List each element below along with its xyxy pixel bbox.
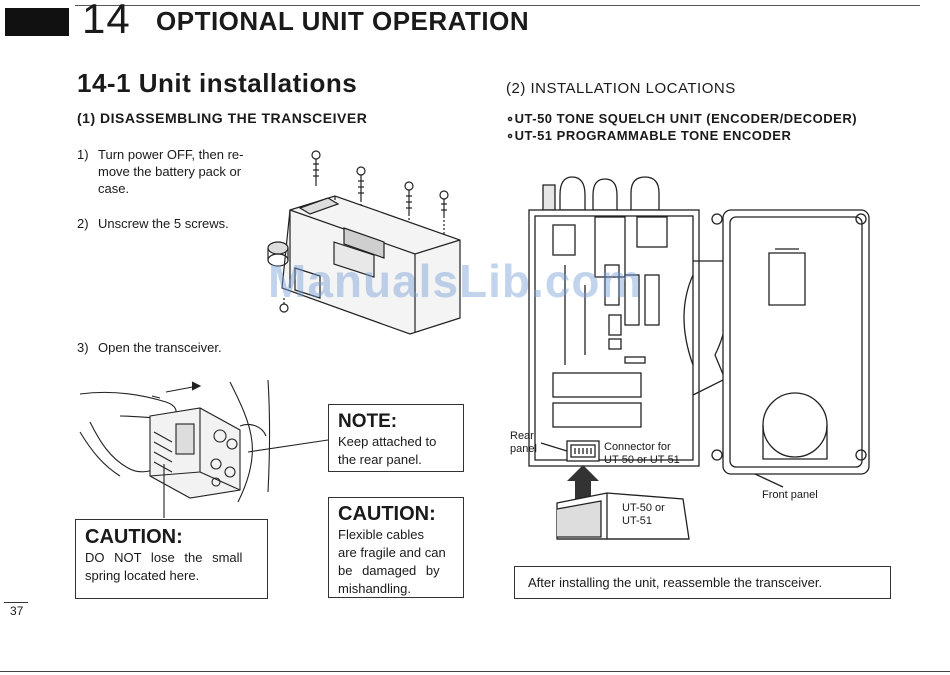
rear-panel-label-line-1: Rear [510, 430, 534, 442]
bottom-rule [0, 671, 950, 672]
reassemble-note-text: After installing the unit, reassemble th… [528, 575, 823, 590]
caution-cables-line-3: be damaged by [338, 563, 440, 578]
caution-cables-line-2: are fragile and can [338, 545, 446, 560]
watermark: ManualsLib.com [268, 255, 643, 307]
page-number: 37 [10, 604, 24, 618]
transceiver-screws-illustration [267, 150, 461, 335]
connector-label-line-1: Connector for [604, 441, 671, 453]
step-1-line-3: case. [98, 181, 130, 196]
unit-list-item-ut51: ∘UT-51 PROGRAMMABLE TONE ENCODER [506, 128, 792, 143]
disassembling-subtitle: (1) DISASSEMBLING THE TRANSCEIVER [77, 110, 368, 126]
caution-cables-box: CAUTION: Flexible cables are fragile and… [328, 497, 464, 598]
caution-spring-title: CAUTION: [85, 526, 183, 548]
reassemble-note-box: After installing the unit, reassemble th… [514, 566, 891, 599]
unit-list-item-ut50: ∘UT-50 TONE SQUELCH UNIT (ENCODER/DECODE… [506, 111, 858, 126]
step-1-line-2: move the battery pack or [98, 164, 242, 179]
connector-label-line-2: UT-50 or UT-51 [604, 454, 680, 466]
opening-transceiver-illustration [79, 379, 329, 518]
note-line-1: Keep attached to [338, 434, 437, 449]
installation-locations-subtitle: (2) INSTALLATION LOCATIONS [506, 80, 736, 97]
step-1-number: 1) [77, 147, 89, 162]
step-1: 1) Turn power OFF, then re- move the bat… [77, 146, 267, 198]
chapter-title: OPTIONAL UNIT OPERATION [156, 6, 530, 36]
page-number-rule [4, 602, 28, 603]
caution-spring-line-2: spring located here. [85, 568, 200, 583]
unit-card-label-line-1: UT-50 or [622, 502, 665, 514]
installation-locations-diagram [528, 176, 870, 540]
caution-cables-line-4: mishandling. [338, 581, 411, 596]
caution-cables-title: CAUTION: [338, 503, 436, 525]
step-2: 2) Unscrew the 5 screws. [77, 215, 267, 233]
caution-spring-box: CAUTION: DO NOT lose the small spring lo… [75, 519, 268, 599]
chapter-marker-bar [5, 8, 69, 36]
header-rule [75, 5, 920, 6]
step-1-line-1: Turn power OFF, then re- [98, 147, 244, 162]
caution-spring-line-1: DO NOT lose the small [85, 550, 243, 565]
unit-card-label-line-2: UT-51 [622, 515, 652, 527]
chapter-number: 14 [82, 0, 131, 42]
step-3-line-1: Open the transceiver. [98, 340, 222, 355]
caution-cables-line-1: Flexible cables [338, 527, 424, 542]
note-line-2: the rear panel. [338, 452, 422, 467]
note-box: NOTE: Keep attached to the rear panel. [328, 404, 464, 472]
section-title: 14-1 Unit installations [77, 68, 358, 98]
note-title: NOTE: [338, 411, 398, 432]
rear-panel-label-line-2: panel [510, 443, 537, 455]
step-3-number: 3) [77, 340, 89, 355]
step-3: 3) Open the transceiver. [77, 339, 267, 357]
front-panel-label: Front panel [762, 489, 818, 501]
step-2-number: 2) [77, 216, 89, 231]
screw-icon [311, 150, 321, 186]
step-2-line-1: Unscrew the 5 screws. [98, 216, 229, 231]
